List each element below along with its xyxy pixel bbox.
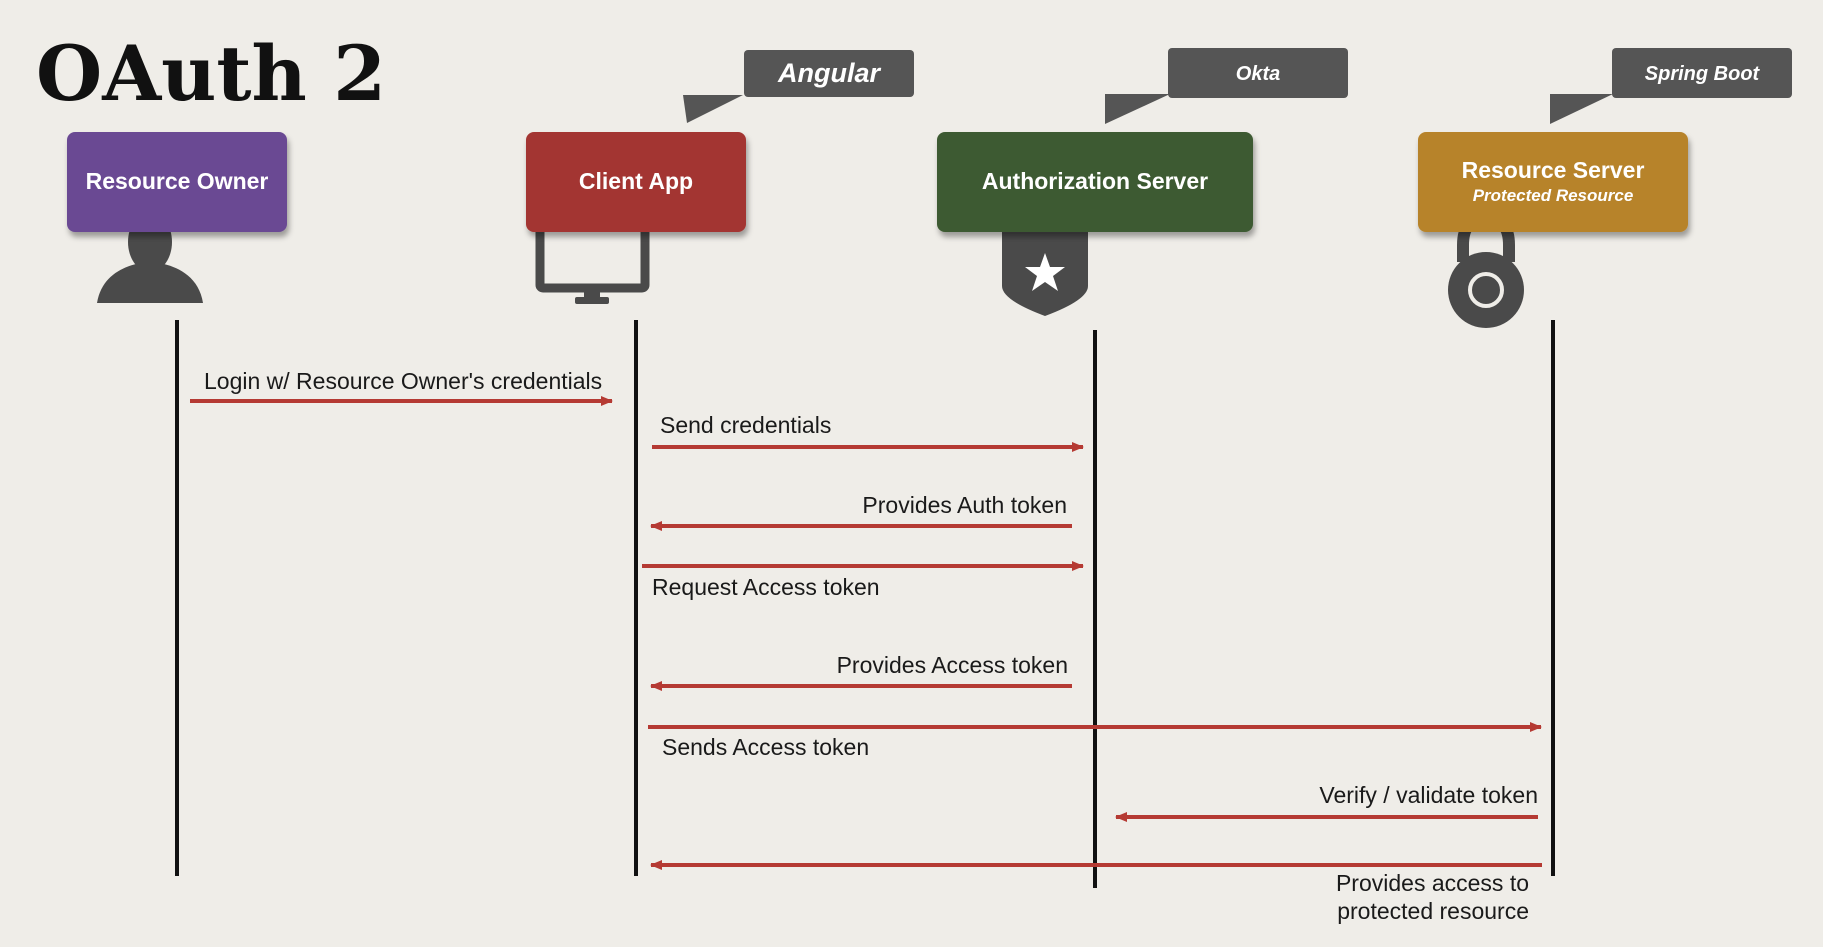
message-provides-access: Provides Access token <box>650 652 1072 691</box>
actor-authorization-server: Authorization Server <box>937 132 1253 316</box>
callout-angular: Angular <box>683 50 914 123</box>
page-title: OAuth 2 <box>36 29 386 118</box>
message-request-access: Request Access token <box>642 561 1084 600</box>
message-provides-resource-label-line1: Provides access to <box>1336 870 1529 896</box>
shield-star-icon <box>1002 212 1088 316</box>
actor-resource-owner: Resource Owner <box>67 132 287 303</box>
actor-authorization-server-title: Authorization Server <box>982 168 1208 194</box>
actor-resource-owner-box <box>67 132 287 232</box>
actor-authorization-server-box <box>937 132 1253 232</box>
callout-angular-label: Angular <box>777 58 881 88</box>
message-login: Login w/ Resource Owner's credentials <box>190 368 613 406</box>
actor-client-app: Client App <box>526 132 746 304</box>
message-request-access-label: Request Access token <box>652 574 880 600</box>
callout-okta-label: Okta <box>1236 63 1280 85</box>
actor-resource-server-subtitle: Protected Resource <box>1473 186 1634 205</box>
padlock-icon <box>1448 211 1524 328</box>
callout-okta: Okta <box>1105 48 1348 124</box>
actor-client-app-title: Client App <box>579 168 693 194</box>
message-send-credentials: Send credentials <box>652 412 1084 452</box>
message-verify-label: Verify / validate token <box>1319 782 1538 808</box>
message-login-label: Login w/ Resource Owner's credentials <box>204 368 602 394</box>
message-sends-access-label: Sends Access token <box>662 734 869 760</box>
message-send-credentials-label: Send credentials <box>660 412 831 438</box>
message-provides-access-label: Provides Access token <box>837 652 1068 678</box>
message-sends-access: Sends Access token <box>648 722 1542 760</box>
message-provides-resource: Provides access to protected resource <box>650 860 1542 924</box>
actor-resource-owner-title: Resource Owner <box>86 168 269 194</box>
actor-resource-server-box <box>1418 132 1688 232</box>
message-auth-token: Provides Auth token <box>650 492 1072 531</box>
actor-resource-server-title: Resource Server <box>1462 157 1645 183</box>
actor-resource-server: Resource Server Protected Resource <box>1418 132 1688 328</box>
actor-client-app-box <box>526 132 746 232</box>
callout-spring-boot-label: Spring Boot <box>1645 63 1761 85</box>
message-auth-token-label: Provides Auth token <box>862 492 1067 518</box>
message-verify: Verify / validate token <box>1115 782 1538 822</box>
callout-spring-boot: Spring Boot <box>1550 48 1792 124</box>
message-provides-resource-label-line2: protected resource <box>1337 898 1529 924</box>
